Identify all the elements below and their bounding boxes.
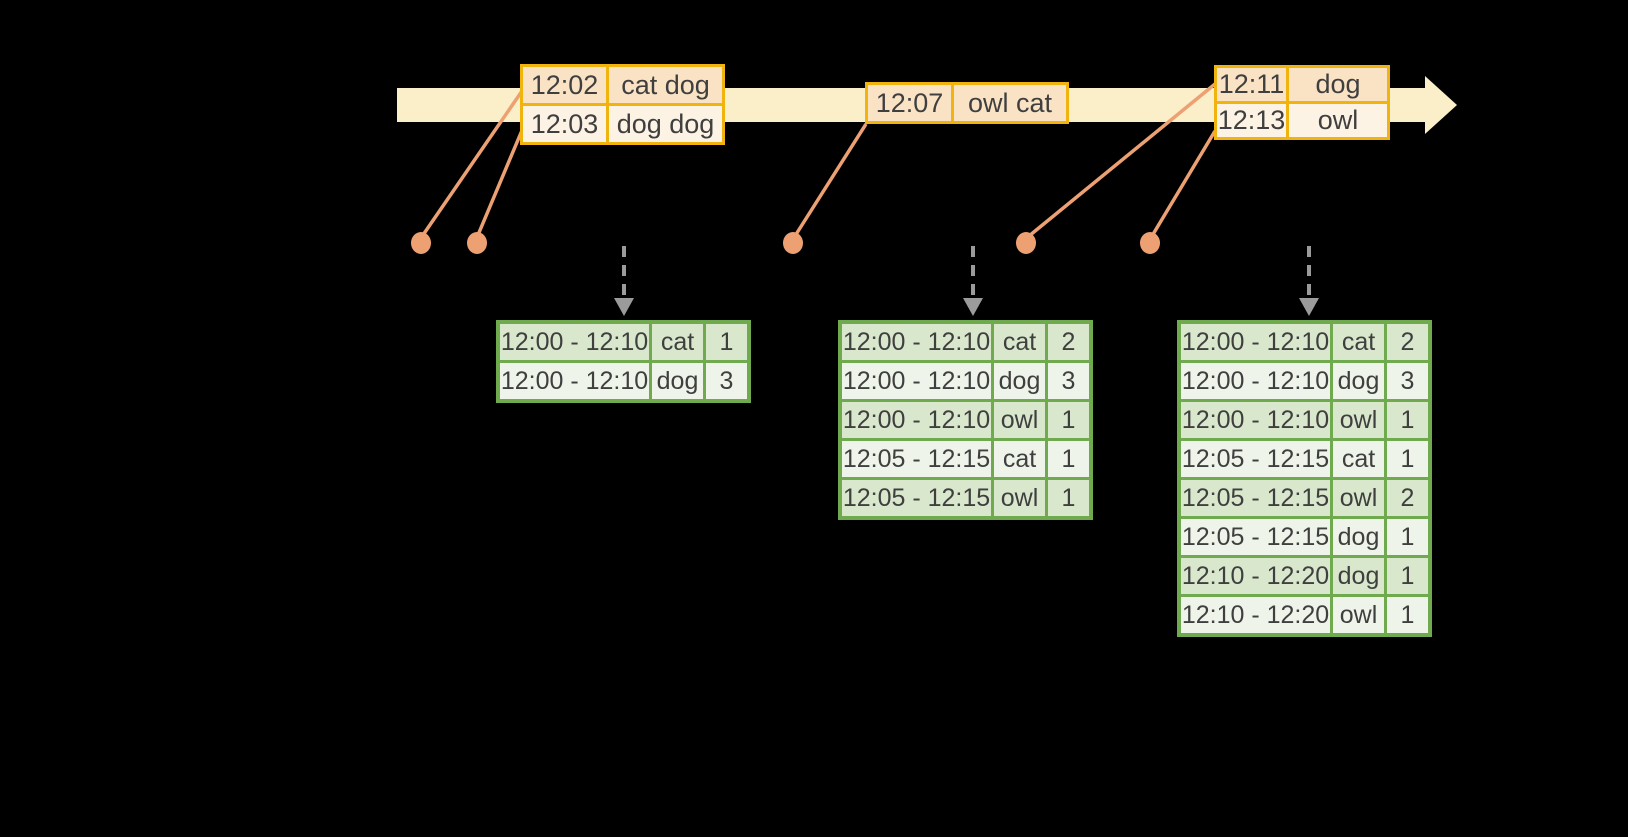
result-word-cell: cat: [652, 324, 703, 360]
result-count-cell: 1: [1387, 402, 1428, 438]
event-dot-3: [783, 232, 803, 254]
event-time-cell: 12:13: [1217, 104, 1286, 137]
trigger-arrowheads: [614, 298, 1319, 316]
result-count-cell: 2: [1387, 480, 1428, 516]
result-window-cell: 12:00 - 12:10: [1181, 402, 1330, 438]
result-word-cell: dog: [1333, 363, 1384, 399]
connector-line-1: [421, 90, 524, 236]
result-table-3: 12:00 - 12:10 cat 2 12:00 - 12:10 dog 3 …: [1177, 320, 1432, 637]
result-window-cell: 12:00 - 12:10: [1181, 324, 1330, 360]
result-count-cell: 1: [1387, 519, 1428, 555]
event-dot-1: [411, 232, 431, 254]
event-words-cell: dog: [1289, 68, 1387, 101]
result-window-cell: 12:05 - 12:15: [1181, 480, 1330, 516]
result-window-cell: 12:05 - 12:15: [842, 441, 991, 477]
result-count-cell: 2: [1387, 324, 1428, 360]
result-word-cell: owl: [1333, 597, 1384, 633]
result-word-cell: owl: [994, 402, 1045, 438]
result-word-cell: cat: [1333, 324, 1384, 360]
trigger-arrowhead-icon-2: [963, 298, 983, 316]
result-window-cell: 12:05 - 12:15: [842, 480, 991, 516]
connector-lines: [421, 82, 1217, 238]
result-word-cell: cat: [994, 441, 1045, 477]
timeline-arrowhead-icon: [1425, 76, 1457, 134]
result-window-cell: 12:10 - 12:20: [1181, 597, 1330, 633]
event-time-cell: 12:02: [523, 67, 606, 103]
result-word-cell: cat: [994, 324, 1045, 360]
event-table-3: 12:11 dog 12:13 owl: [1214, 65, 1390, 140]
result-window-cell: 12:00 - 12:10: [500, 363, 649, 399]
trigger-arrowhead-icon-1: [614, 298, 634, 316]
event-words-cell: cat dog: [609, 67, 722, 103]
result-word-cell: dog: [652, 363, 703, 399]
result-word-cell: dog: [1333, 519, 1384, 555]
event-words-cell: owl: [1289, 104, 1387, 137]
result-word-cell: owl: [1333, 402, 1384, 438]
trigger-arrows: [622, 246, 1311, 299]
result-count-cell: 1: [1387, 597, 1428, 633]
result-word-cell: cat: [1333, 441, 1384, 477]
result-count-cell: 1: [1048, 480, 1089, 516]
result-word-cell: owl: [994, 480, 1045, 516]
result-word-cell: owl: [1333, 480, 1384, 516]
event-dot-4: [1016, 232, 1036, 254]
event-time-cell: 12:11: [1217, 68, 1286, 101]
event-words-cell: owl cat: [954, 85, 1066, 121]
trigger-arrowhead-icon-3: [1299, 298, 1319, 316]
result-table-1: 12:00 - 12:10 cat 1 12:00 - 12:10 dog 3: [496, 320, 751, 403]
result-count-cell: 1: [1387, 441, 1428, 477]
event-time-cell: 12:07: [868, 85, 951, 121]
connector-line-2: [476, 127, 525, 236]
result-count-cell: 2: [1048, 324, 1089, 360]
result-window-cell: 12:00 - 12:10: [1181, 363, 1330, 399]
event-table-1: 12:02 cat dog 12:03 dog dog: [520, 64, 725, 145]
connector-line-3: [793, 123, 868, 237]
result-word-cell: dog: [994, 363, 1045, 399]
event-table-2: 12:07 owl cat: [865, 82, 1069, 124]
event-words-cell: dog dog: [609, 106, 722, 142]
result-window-cell: 12:00 - 12:10: [842, 363, 991, 399]
result-count-cell: 1: [1048, 402, 1089, 438]
result-count-cell: 1: [706, 324, 747, 360]
result-count-cell: 1: [1387, 558, 1428, 594]
result-window-cell: 12:10 - 12:20: [1181, 558, 1330, 594]
result-count-cell: 3: [706, 363, 747, 399]
result-window-cell: 12:00 - 12:10: [500, 324, 649, 360]
result-count-cell: 3: [1387, 363, 1428, 399]
event-dot-2: [467, 232, 487, 254]
result-count-cell: 3: [1048, 363, 1089, 399]
result-table-2: 12:00 - 12:10 cat 2 12:00 - 12:10 dog 3 …: [838, 320, 1093, 520]
result-window-cell: 12:00 - 12:10: [842, 402, 991, 438]
event-dots: [411, 232, 1160, 254]
result-window-cell: 12:00 - 12:10: [842, 324, 991, 360]
connector-line-4: [1027, 82, 1217, 238]
result-word-cell: dog: [1333, 558, 1384, 594]
result-window-cell: 12:05 - 12:15: [1181, 441, 1330, 477]
event-time-cell: 12:03: [523, 106, 606, 142]
event-dot-5: [1140, 232, 1160, 254]
result-window-cell: 12:05 - 12:15: [1181, 519, 1330, 555]
connector-line-5: [1150, 130, 1217, 237]
result-count-cell: 1: [1048, 441, 1089, 477]
